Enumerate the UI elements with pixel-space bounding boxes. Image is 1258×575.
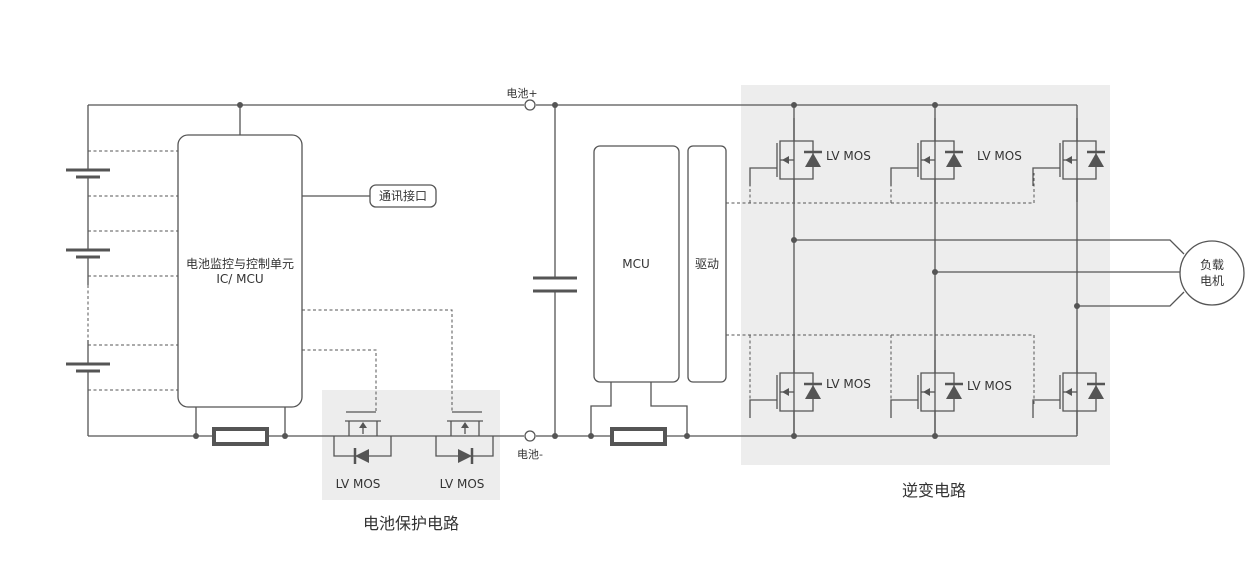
lv-mos-label: LV MOS <box>967 379 1012 393</box>
protection-mos <box>333 411 392 464</box>
junction-dot <box>791 433 797 439</box>
shunt-sense-wires <box>195 407 286 436</box>
shunt-resistor <box>212 427 269 446</box>
battery-minus-label: 电池- <box>517 448 543 461</box>
junction-dot <box>1074 303 1080 309</box>
battery-cell <box>66 362 110 373</box>
inverter-mos <box>749 118 822 202</box>
bms-box <box>177 134 303 408</box>
lv-mos-label: LV MOS <box>826 149 871 163</box>
low-side-gate-lines <box>726 334 1035 405</box>
motor-label-line1: 负载 <box>1200 258 1224 272</box>
battery-minus-terminal <box>524 430 536 442</box>
inverter-mos <box>749 350 822 434</box>
junction-dot <box>193 433 199 439</box>
mcu-label: MCU <box>622 257 650 271</box>
lv-mos-label: LV MOS <box>440 477 485 491</box>
phase-u-wire <box>794 239 1185 255</box>
gate-control-line <box>302 349 377 412</box>
shunt-sense-wires <box>590 382 688 436</box>
motor-circle <box>1179 240 1245 306</box>
junction-dot <box>684 433 690 439</box>
inverter-mos-group <box>749 118 1105 434</box>
junction-dot <box>552 102 558 108</box>
junction-dot <box>932 102 938 108</box>
protection-panel <box>322 390 500 500</box>
lv-mos-label: LV MOS <box>826 377 871 391</box>
battery-cell <box>66 248 110 259</box>
comm-interface-box <box>369 184 437 208</box>
inverter-mos <box>1032 350 1105 434</box>
inverter-caption: 逆变电路 <box>902 481 966 500</box>
mcu-box <box>593 145 680 383</box>
bms-label-line2: IC/ MCU <box>216 272 263 286</box>
phase-w-wire <box>1077 291 1185 307</box>
driver-box <box>687 145 727 383</box>
junction-dot <box>932 433 938 439</box>
shunt-resistor <box>610 427 667 446</box>
inverter-mos <box>890 118 963 202</box>
junction-dot <box>552 433 558 439</box>
battery-plus-terminal <box>524 99 536 111</box>
junction-dot <box>791 102 797 108</box>
junction-dot <box>588 433 594 439</box>
battery-plus-label: 电池+ <box>506 87 537 100</box>
high-side-gate-lines <box>726 173 1035 204</box>
inverter-mos <box>890 350 963 434</box>
junction-dot <box>282 433 288 439</box>
gate-control-line <box>302 309 453 412</box>
lv-mos-label: LV MOS <box>336 477 381 491</box>
protection-caption: 电池保护电路 <box>363 514 459 533</box>
driver-label: 驱动 <box>695 257 719 271</box>
inverter-mos <box>1032 118 1105 202</box>
protection-mos <box>435 411 494 464</box>
junction-dot <box>791 237 797 243</box>
motor-label-line2: 电机 <box>1200 274 1224 288</box>
inverter-panel <box>741 85 1110 465</box>
battery-cell <box>66 168 110 179</box>
junction-dot <box>932 269 938 275</box>
cell-sense-lines <box>88 150 178 391</box>
lv-mos-label: LV MOS <box>977 149 1022 163</box>
junction-dot <box>237 102 243 108</box>
comm-interface-label: 通讯接口 <box>379 188 427 203</box>
bms-label-line1: 电池监控与控制单元 <box>186 257 294 271</box>
